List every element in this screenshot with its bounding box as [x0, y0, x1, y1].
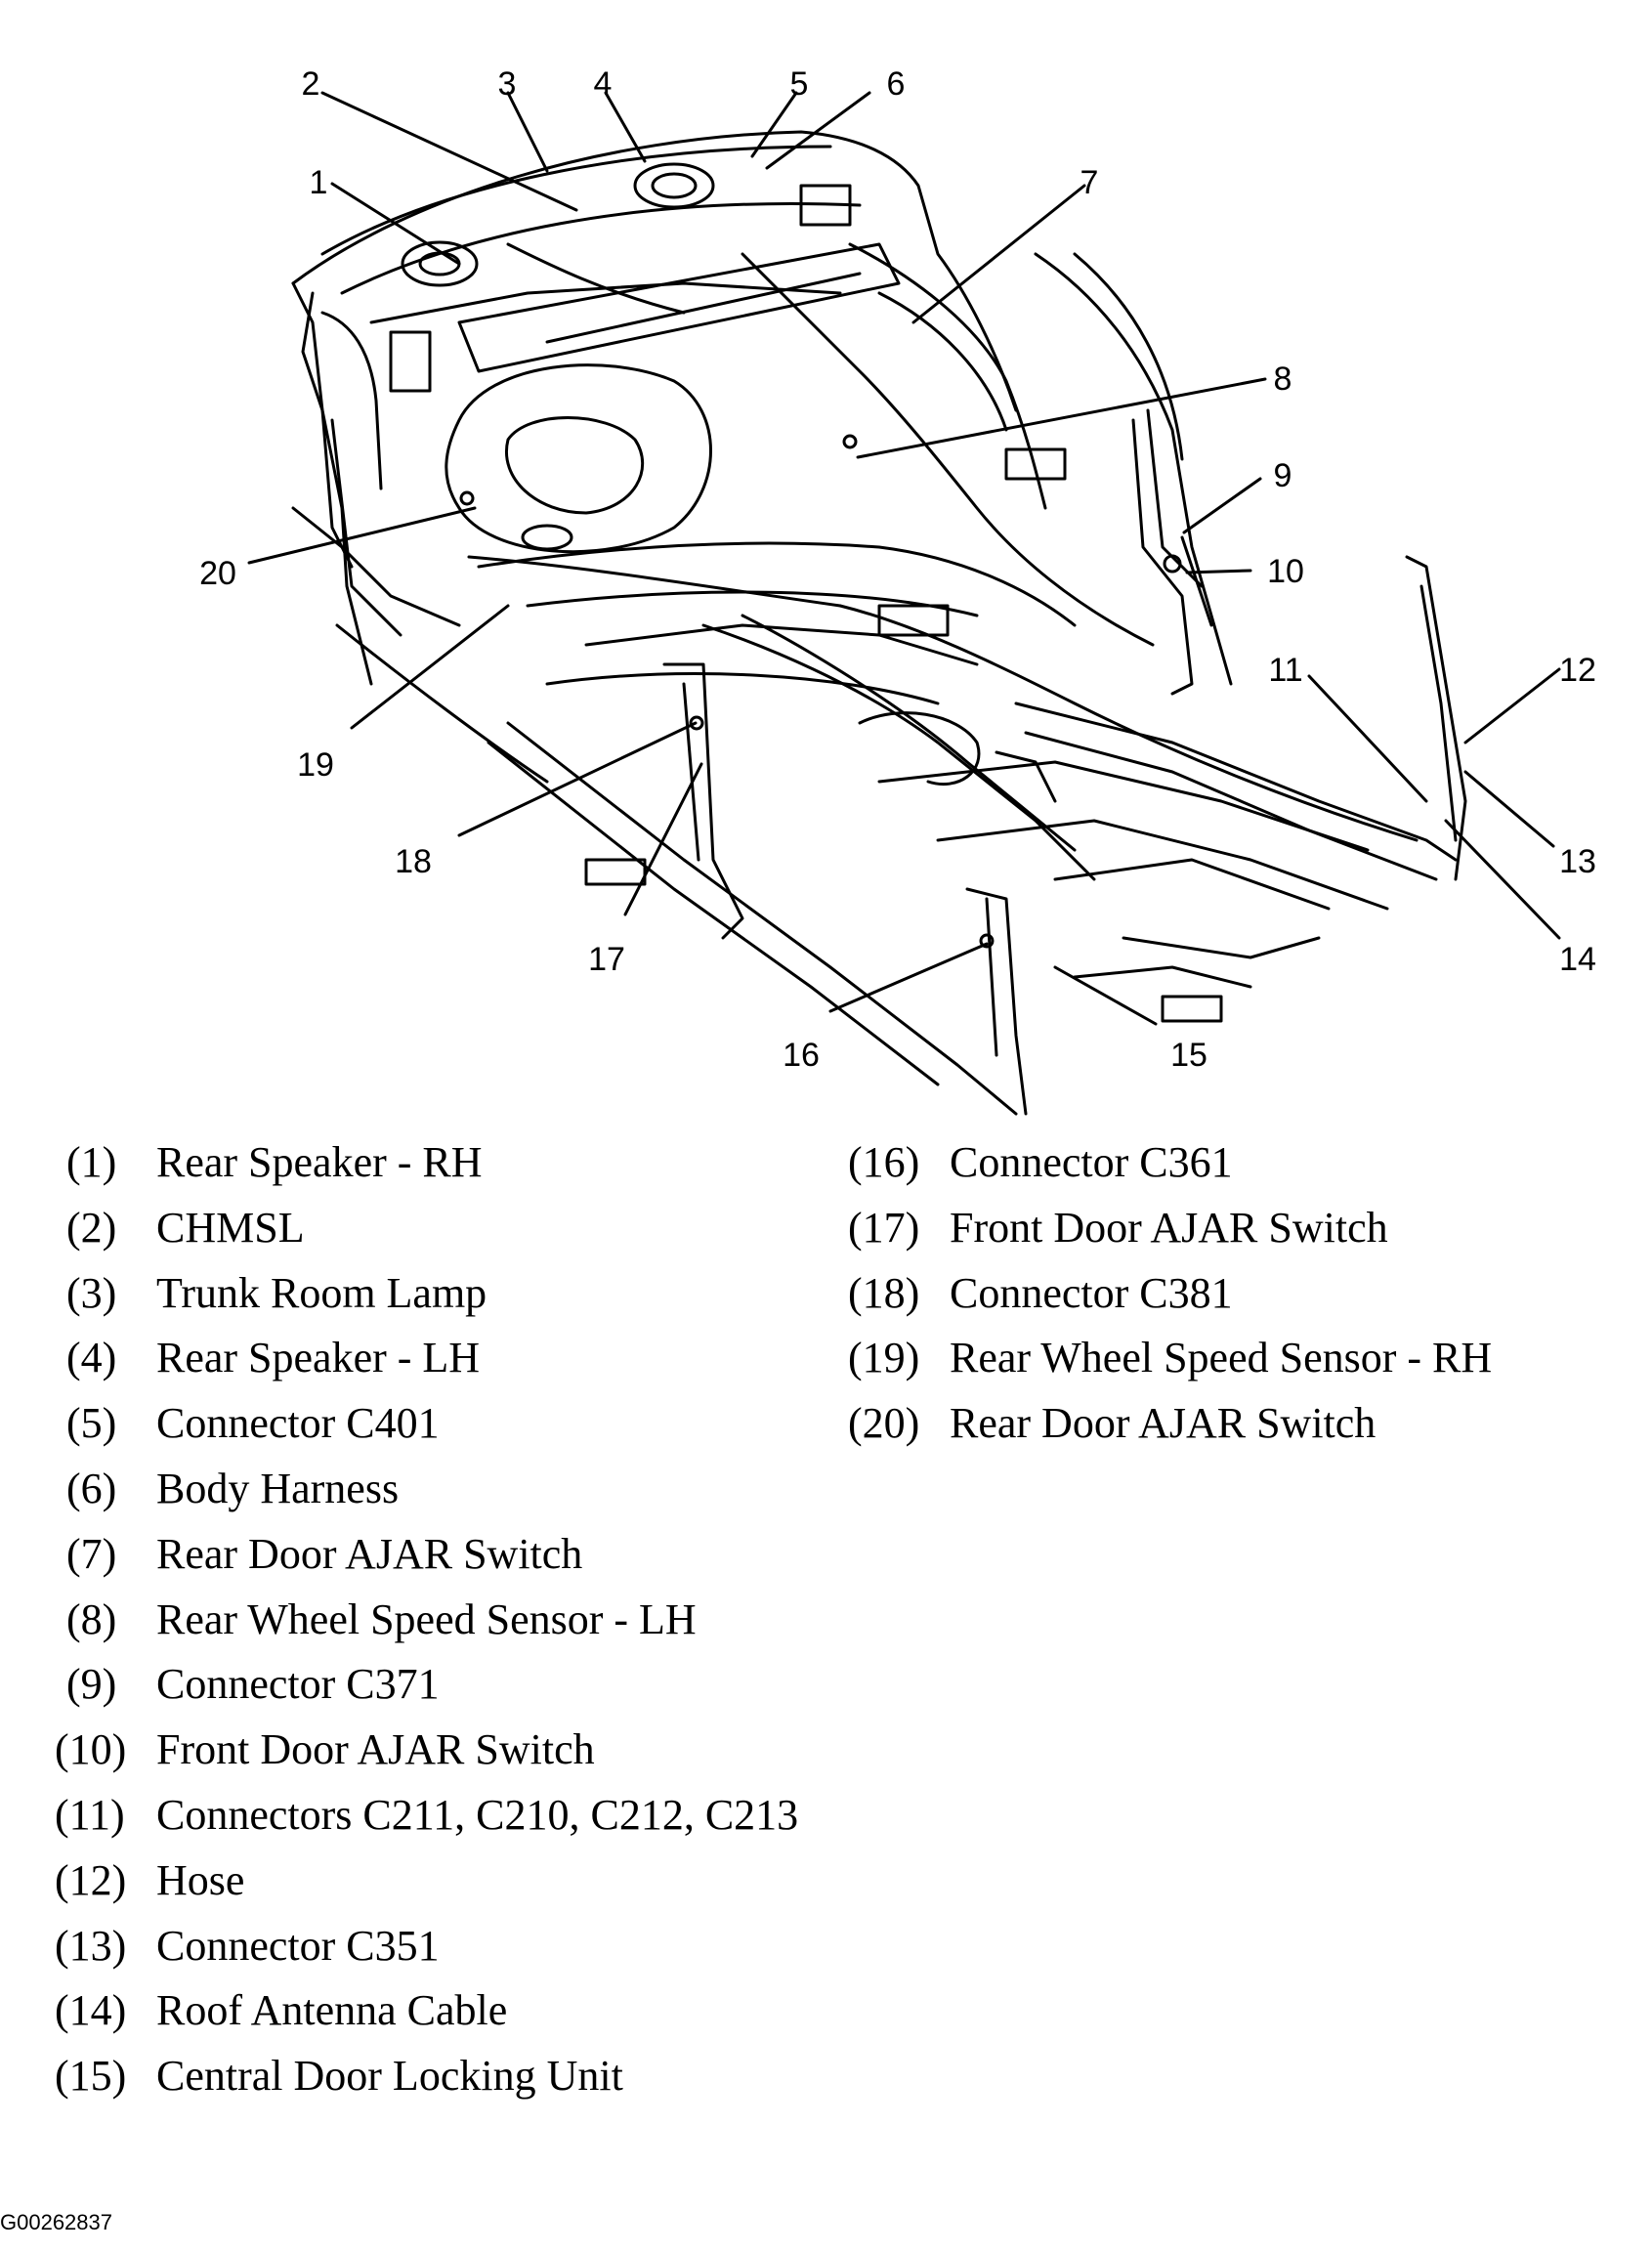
legend-item-7: (7) Rear Door AJAR Switch: [66, 1522, 798, 1588]
legend-item-6: (6) Body Harness: [66, 1457, 798, 1522]
legend-number: (12): [55, 1855, 127, 1904]
legend-text: Connector C381: [950, 1268, 1233, 1317]
legend-number: (16): [848, 1138, 920, 1186]
legend-number: (8): [66, 1594, 117, 1643]
legend-number: (10): [55, 1725, 127, 1774]
legend-item-12: (12) Hose: [55, 1849, 798, 1914]
legend-text: Connector C371: [156, 1660, 440, 1709]
legend-left: (1) Rear Speaker - RH (2) CHMSL (3) Trunk R…: [55, 1130, 798, 2109]
legend-item-19: (19) Rear Wheel Speed Sensor - RH: [848, 1326, 1492, 1391]
legend-number: (13): [55, 1921, 127, 1970]
legend-number: (14): [55, 1986, 127, 2035]
figure-id: G00262837: [0, 2210, 112, 2234]
callout-1: 1: [309, 164, 328, 201]
legend-item-15: (15) Central Door Locking Unit: [55, 2044, 798, 2109]
callout-6: 6: [886, 65, 906, 103]
legend-text: Rear Wheel Speed Sensor - RH: [950, 1334, 1493, 1382]
legend-item-8: (8) Rear Wheel Speed Sensor - LH: [66, 1588, 798, 1653]
b-pillar-left: [662, 662, 744, 940]
legend-item-4: (4) Rear Speaker - LH: [66, 1326, 798, 1391]
callout-10: 10: [1267, 553, 1304, 590]
b-pillar-right: [1131, 418, 1194, 696]
legend-number: (1): [66, 1138, 117, 1186]
legend-item-11: (11) Connectors C211, C210, C212, C213: [55, 1783, 798, 1849]
callout-16: 16: [783, 1037, 820, 1074]
legend-item-18: (18) Connector C381: [848, 1261, 1492, 1327]
legend-item-9: (9) Connector C371: [66, 1652, 798, 1718]
legend-item-2: (2) CHMSL: [66, 1196, 798, 1261]
legend-text: Connector C401: [156, 1399, 440, 1448]
legend-text: Central Door Locking Unit: [156, 2052, 623, 2101]
callout-3: 3: [497, 65, 517, 103]
legend-number: (2): [66, 1203, 117, 1252]
legend-item-20: (20) Rear Door AJAR Switch: [848, 1391, 1492, 1457]
legend-item-3: (3) Trunk Room Lamp: [66, 1261, 798, 1327]
legend-text: Hose: [156, 1855, 245, 1904]
legend-text: Rear Door AJAR Switch: [950, 1399, 1377, 1448]
callout-7: 7: [1080, 164, 1099, 201]
legend-text: Body Harness: [156, 1464, 400, 1512]
callout-11: 11: [1268, 652, 1303, 689]
legend-item-16: (16) Connector C361: [848, 1130, 1492, 1196]
legend-item-17: (17) Front Door AJAR Switch: [848, 1196, 1492, 1261]
legend-number: (3): [66, 1268, 117, 1317]
legend-item-14: (14) Roof Antenna Cable: [55, 1978, 798, 2044]
legend-text: Rear Door AJAR Switch: [156, 1529, 583, 1578]
legend-number: (18): [848, 1268, 920, 1317]
legend-text: CHMSL: [156, 1203, 305, 1252]
callout-14: 14: [1559, 941, 1596, 978]
rear-speaker-lh-shape: [633, 162, 715, 209]
legend-number: (4): [66, 1334, 117, 1382]
legend-text: Rear Speaker - RH: [156, 1138, 483, 1186]
legend-text: Connector C361: [950, 1138, 1233, 1186]
callout-15: 15: [1170, 1037, 1207, 1074]
callout-13: 13: [1559, 843, 1596, 880]
trunk-outline: [291, 130, 1018, 412]
legend-number: (11): [55, 1790, 125, 1839]
callout-9: 9: [1273, 457, 1292, 494]
legend-text: Front Door AJAR Switch: [156, 1725, 595, 1774]
callout-19: 19: [297, 746, 334, 784]
legend-item-10: (10) Front Door AJAR Switch: [55, 1718, 798, 1783]
callout-17: 17: [588, 941, 625, 978]
legend-text: Trunk Room Lamp: [156, 1268, 487, 1317]
callout-2: 2: [301, 65, 320, 103]
legend-number: (6): [66, 1464, 117, 1512]
legend-number: (19): [848, 1334, 920, 1382]
legend-number: (17): [848, 1203, 920, 1252]
legend-text: Rear Speaker - LH: [156, 1334, 481, 1382]
legend-text: Rear Wheel Speed Sensor - LH: [156, 1594, 697, 1643]
legend-text: Connector C351: [156, 1921, 440, 1970]
legend-text: Connectors C211, C210, C212, C213: [156, 1790, 799, 1839]
legend-text: Front Door AJAR Switch: [950, 1203, 1388, 1252]
callout-4: 4: [593, 65, 613, 103]
floor-pan: [477, 541, 1077, 627]
a-pillar-right: [1405, 555, 1467, 881]
legend-number: (9): [66, 1660, 117, 1709]
callout-5: 5: [789, 65, 809, 103]
legend-number: (20): [848, 1399, 920, 1448]
rocker-right: [1014, 701, 1458, 862]
legend-number: (7): [66, 1529, 117, 1578]
callout-18: 18: [395, 843, 432, 880]
callout-8: 8: [1273, 361, 1292, 398]
vehicle-body-diagram: [247, 91, 1561, 1116]
legend-item-5: (5) Connector C401: [66, 1391, 798, 1457]
callout-20: 20: [199, 555, 236, 592]
legend-number: (5): [66, 1399, 117, 1448]
body-harness: [741, 252, 1155, 647]
legend-item-13: (13) Connector C351: [55, 1914, 798, 1979]
spare-tire-well: [445, 363, 712, 554]
legend-item-1: (1) Rear Speaker - RH: [66, 1130, 798, 1196]
legend-right: (16) Connector C361 (17) Front Door AJAR S…: [848, 1130, 1492, 1457]
rear-speaker-rh-shape: [401, 240, 479, 287]
rocker-left: [506, 721, 1018, 1116]
callout-12: 12: [1559, 652, 1596, 689]
legend-number: (15): [55, 2052, 127, 2101]
legend-text: Roof Antenna Cable: [156, 1986, 508, 2035]
